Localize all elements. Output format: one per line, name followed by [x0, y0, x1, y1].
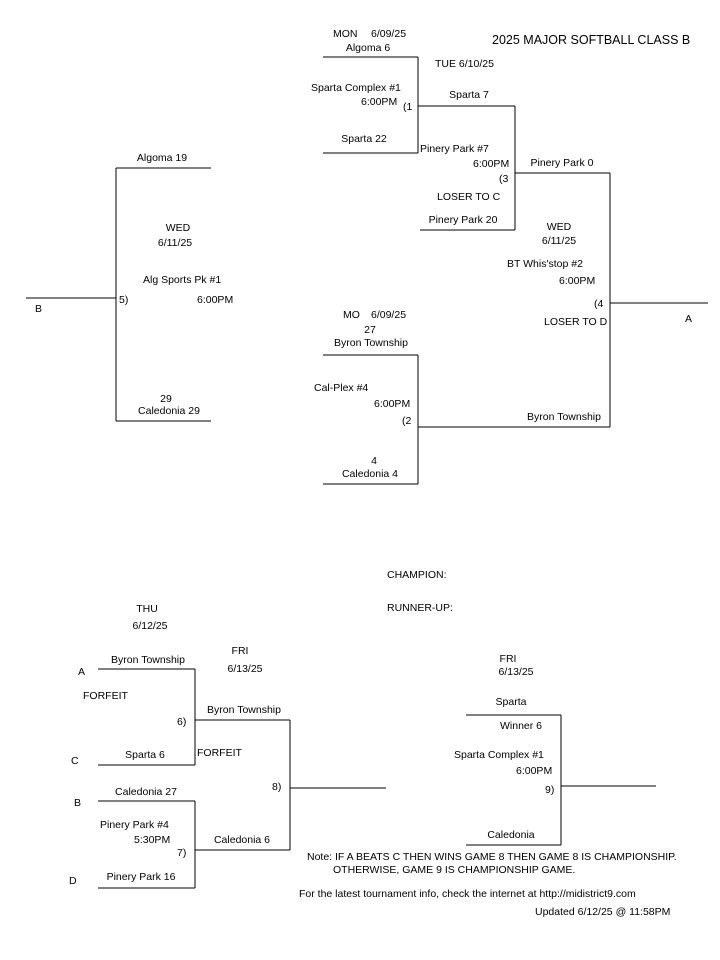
g4-out-label: A	[685, 313, 693, 325]
g1-day: MON	[333, 28, 358, 40]
g1-game-number: (1	[403, 101, 413, 113]
g4-bottom-team: Byron Township	[527, 411, 601, 423]
g4-date: 6/11/25	[541, 235, 577, 247]
g2-day: MO	[343, 309, 360, 321]
g4-venue: BT Whis'stop #2	[507, 258, 583, 270]
g9-winner-note: Winner 6	[499, 720, 543, 732]
g9-top-team: Sparta	[495, 696, 527, 708]
g8-forfeit: FORFEIT	[197, 747, 242, 759]
g8-top-team: Byron Township	[207, 704, 281, 716]
g1-date: 6/09/25	[371, 28, 407, 40]
g9-date: 6/13/25	[498, 666, 534, 678]
g3-bottom-team: Pinery Park 20	[428, 214, 498, 226]
page-title: 2025 MAJOR SOFTBALL CLASS B	[492, 33, 691, 47]
g9-day: FRI	[499, 653, 517, 665]
champion-label: CHAMPION:	[387, 569, 447, 581]
g6-bottom-label: C	[71, 755, 79, 767]
g7-venue: Pinery Park #4	[100, 819, 169, 831]
g8-bottom-team: Caledonia 6	[213, 834, 271, 846]
g2-bottom-team: Caledonia 4	[341, 468, 399, 480]
g7-top-label: B	[74, 797, 82, 809]
g1-time: 6:00PM	[361, 96, 398, 108]
g4-game-number: (4	[594, 298, 604, 310]
g9-game-number: 9)	[545, 784, 555, 796]
g3-time: 6:00PM	[473, 158, 510, 170]
info-note: For the latest tournament info, check th…	[299, 888, 636, 900]
g8-day: FRI	[231, 645, 249, 657]
g7-bottom-label: D	[69, 875, 77, 887]
g2-game-number: (2	[402, 415, 412, 427]
g6-top-team: Byron Township	[111, 654, 185, 666]
g1-venue: Sparta Complex #1	[311, 82, 401, 94]
g3-game-number: (3	[499, 173, 509, 185]
g6-date: 6/12/25	[132, 620, 168, 632]
g9-time: 6:00PM	[516, 765, 553, 777]
g6-bottom-team: Sparta 6	[125, 749, 165, 761]
g1-top-team: Algoma 6	[345, 42, 391, 54]
g7-time: 5:30PM	[134, 834, 171, 846]
g8-date: 6/13/25	[227, 663, 263, 675]
g4-loser-note: LOSER TO D	[544, 316, 608, 328]
g3-venue: Pinery Park #7	[420, 143, 489, 155]
g2-top-team: Byron Township	[334, 337, 408, 349]
g1-bottom-team: Sparta 22	[341, 133, 387, 145]
g2-top-score: 27	[364, 324, 376, 336]
g5-game-number: 5)	[119, 294, 129, 306]
g7-bottom-team: Pinery Park 16	[106, 871, 176, 883]
g6-forfeit: FORFEIT	[83, 690, 128, 702]
g7-top-team: Caledonia 27	[115, 786, 177, 798]
updated-timestamp: Updated 6/12/25 @ 11:58PM	[535, 906, 671, 918]
g4-top-team: Pinery Park 0	[530, 157, 594, 169]
g6-game-number: 6)	[177, 716, 187, 728]
g8-game-number: 8)	[272, 781, 282, 793]
g4-time: 6:00PM	[559, 275, 596, 287]
g3-loser-note: LOSER TO C	[437, 191, 501, 203]
g6-day: THU	[136, 603, 158, 615]
g9-bottom-team: Caledonia	[487, 829, 535, 841]
g3-top-team: Sparta 7	[449, 89, 489, 101]
g2-venue: Cal-Plex #4	[314, 382, 369, 394]
g4-day: WED	[546, 221, 572, 233]
g2-date: 6/09/25	[371, 309, 407, 321]
g5-venue: Alg Sports Pk #1	[143, 274, 222, 286]
g5-out-label: B	[35, 303, 43, 315]
g5-date: 6/11/25	[157, 237, 193, 249]
g2-time: 6:00PM	[374, 398, 411, 410]
g7-game-number: 7)	[177, 847, 187, 859]
g5-top-team: Algoma 19	[136, 152, 188, 164]
g5-bottom-score: 29	[160, 393, 172, 405]
g3-day-date: TUE 6/10/25	[435, 58, 494, 70]
g2-bottom-score: 4	[371, 455, 377, 467]
championship-note-2: OTHERWISE, GAME 9 IS CHAMPIONSHIP GAME.	[333, 864, 576, 876]
g5-day: WED	[165, 222, 191, 234]
g5-time: 6:00PM	[197, 294, 234, 306]
runner-up-label: RUNNER-UP:	[387, 602, 453, 614]
g5-bottom-team: Caledonia 29	[138, 405, 200, 417]
g9-venue: Sparta Complex #1	[454, 749, 544, 761]
championship-note: Note: IF A BEATS C THEN WINS GAME 8 THEN…	[307, 851, 677, 863]
g6-top-label: A	[78, 666, 86, 678]
